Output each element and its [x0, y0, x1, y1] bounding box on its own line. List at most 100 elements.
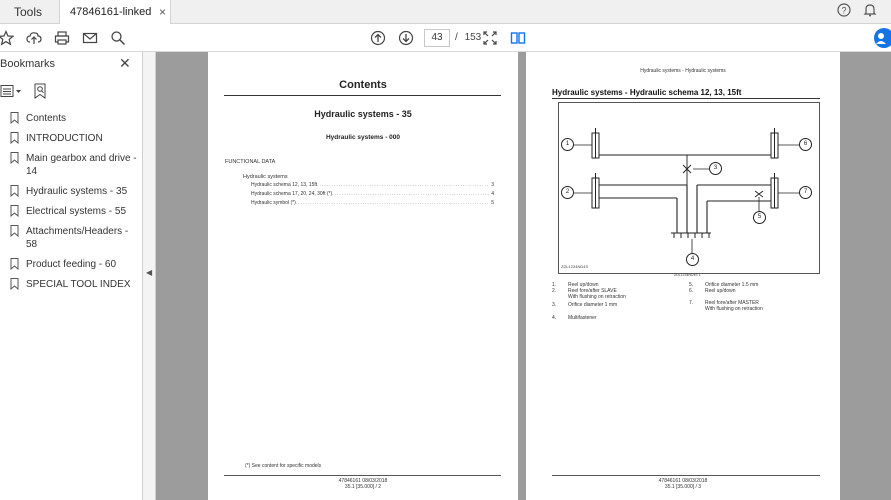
- close-panel-icon[interactable]: ✕: [119, 55, 131, 71]
- footer-page-ref: 35.1 [35.000] / 3: [664, 484, 702, 490]
- bookmark-star-icon[interactable]: [0, 28, 16, 48]
- bookmark-icon: [10, 132, 19, 144]
- zoom-search-icon[interactable]: [108, 28, 128, 48]
- tab-document[interactable]: 47846161-linked pd... ×: [59, 0, 171, 42]
- legend-item: Reel fore/after SLAVE: [568, 288, 617, 294]
- help-icon[interactable]: ?: [835, 3, 853, 21]
- toc-entry-page: 4: [491, 191, 494, 197]
- legend-item: Orifice diameter 1.5 mm: [705, 282, 759, 288]
- footer-doc-id: 47846161 08/03/2018: [658, 478, 708, 484]
- footer-page-ref: 35.1 [35.000] / 2: [344, 484, 382, 490]
- fit-page-icon[interactable]: [480, 28, 500, 48]
- toc-entry[interactable]: Hydraulic symbol (*) ...................…: [251, 200, 494, 206]
- callout-7: 7: [799, 186, 812, 199]
- mail-icon[interactable]: [80, 28, 100, 48]
- print-icon[interactable]: [52, 28, 72, 48]
- toc-entry[interactable]: Hydraulic schema 12, 13, 15ft ..........…: [251, 182, 494, 188]
- schema-heading: Hydraulic systems - Hydraulic schema 12,…: [552, 88, 742, 97]
- legend-item: With flushing on retraction: [568, 294, 626, 300]
- bookmarks-panel: Bookmarks ✕ Contents INTRODUCTION Main g…: [0, 52, 143, 500]
- toolbar: 43 / 153: [0, 24, 891, 52]
- bookmark-label: Contents: [26, 113, 67, 124]
- bookmark-options-icon[interactable]: [0, 84, 22, 103]
- callout-1: 1: [561, 138, 574, 151]
- bookmark-icon: [10, 225, 19, 237]
- footer-doc-id: 47846161 08/03/2018: [338, 478, 388, 484]
- toc-entry-title: Hydraulic symbol (*): [251, 200, 296, 206]
- tab-tools[interactable]: Tools: [14, 5, 43, 19]
- tab-bar: Tools 47846161-linked pd... × ?: [0, 0, 891, 42]
- diagram-code: ZDL1234ND4S: [561, 264, 588, 269]
- two-page-view-icon[interactable]: [508, 28, 528, 48]
- bookmark-icon: [10, 185, 19, 197]
- bookmark-item[interactable]: SPECIAL TOOL INDEX: [10, 278, 140, 291]
- toc-entry[interactable]: Hydraulic schema 17, 20, 24, 30ft (*) ..…: [251, 191, 494, 197]
- avatar[interactable]: [874, 28, 891, 48]
- bookmark-item[interactable]: Contents: [10, 112, 140, 125]
- bookmarks-tools: [0, 82, 143, 102]
- category-label: FUNCTIONAL DATA: [225, 159, 276, 165]
- bookmark-label: Electrical systems - 55: [26, 206, 127, 217]
- footnote: (*) See content for specific models: [245, 463, 322, 469]
- section-title: Hydraulic systems - 35: [314, 109, 412, 119]
- bookmark-label: Hydraulic systems - 35: [26, 186, 128, 197]
- diagram-caption: ZDL1234ND4S 1: [674, 273, 701, 277]
- callout-4: 4: [686, 253, 699, 266]
- previous-page-icon[interactable]: [368, 28, 388, 48]
- callout-5: 5: [753, 211, 766, 224]
- callout-2: 2: [561, 186, 574, 199]
- legend-item: Reel up/down: [705, 288, 736, 294]
- panel-collapse-handle[interactable]: ◀: [143, 52, 156, 500]
- running-header: Hydraulic systems - Hydraulic systems: [640, 68, 726, 74]
- pdf-page-right: Hydraulic systems - Hydraulic systems Hy…: [526, 52, 840, 500]
- bookmark-label: SPECIAL TOOL INDEX: [26, 279, 131, 290]
- bookmarks-title: Bookmarks: [0, 58, 56, 70]
- contents-heading: Contents: [339, 79, 387, 91]
- cylinder-6: [770, 128, 779, 159]
- toc-entry-page: 3: [491, 182, 494, 188]
- upload-icon[interactable]: [24, 28, 44, 48]
- cylinder-1: [591, 128, 600, 159]
- bookmark-icon: [10, 152, 19, 164]
- callout-6: 6: [799, 138, 812, 151]
- bookmark-search-icon[interactable]: [33, 83, 47, 104]
- notifications-icon[interactable]: [861, 3, 879, 21]
- diagram-legend: 1. Reel up/down 2. Reel fore/after SLAVE…: [552, 282, 832, 342]
- group-label: Hydraulic systems: [243, 174, 288, 180]
- toc-entry-title: Hydraulic schema 17, 20, 24, 30ft (*): [251, 191, 333, 197]
- toc-entry-title: Hydraulic schema 12, 13, 15ft: [251, 182, 318, 188]
- bookmark-label: Product feeding - 60: [26, 259, 117, 270]
- legend-item: With flushing on retraction: [705, 306, 763, 312]
- collapse-arrow-icon: ◀: [146, 268, 153, 277]
- legend-item: Multifastener: [568, 315, 597, 321]
- bookmark-item[interactable]: Product feeding - 60: [10, 258, 140, 271]
- svg-text:?: ?: [841, 6, 846, 16]
- bookmark-list: Contents INTRODUCTION Main gearbox and d…: [10, 112, 140, 298]
- legend-item: Reel fore/after MASTER: [705, 300, 759, 306]
- bookmark-icon: [10, 112, 19, 124]
- next-page-icon[interactable]: [396, 28, 416, 48]
- footer-rule: [552, 475, 820, 476]
- legend-column-left: 1. Reel up/down 2. Reel fore/after SLAVE…: [552, 282, 626, 321]
- close-tab-icon[interactable]: ×: [158, 5, 166, 19]
- subsection-title: Hydraulic systems - 000: [325, 134, 401, 141]
- bookmark-item[interactable]: Attachments/Headers - 58: [10, 225, 140, 251]
- bookmark-item[interactable]: INTRODUCTION: [10, 132, 140, 145]
- toc-entry-page: 5: [491, 200, 494, 206]
- document-viewer[interactable]: Contents Hydraulic systems - 35 Hydrauli…: [156, 52, 891, 500]
- bookmark-label: Main gearbox and drive - 14: [26, 153, 137, 177]
- page-count: / 153: [455, 29, 481, 47]
- heading-rule: [224, 95, 501, 96]
- legend-column-right: 5. Orifice diameter 1.5 mm 6. Reel up/do…: [689, 282, 763, 312]
- heading-rule: [552, 98, 820, 99]
- bookmark-item[interactable]: Electrical systems - 55: [10, 205, 140, 218]
- pdf-page-left: Contents Hydraulic systems - 35 Hydrauli…: [208, 52, 518, 500]
- legend-item: Orifice diameter 1 mm: [568, 302, 618, 308]
- page-number-input[interactable]: 43: [424, 29, 450, 47]
- page-separator: /: [455, 32, 458, 43]
- bookmark-item[interactable]: Main gearbox and drive - 14: [10, 152, 140, 178]
- cylinder-2: [591, 173, 600, 209]
- bookmark-label: Attachments/Headers - 58: [26, 226, 129, 250]
- bookmark-icon: [10, 278, 19, 290]
- bookmark-item[interactable]: Hydraulic systems - 35: [10, 185, 140, 198]
